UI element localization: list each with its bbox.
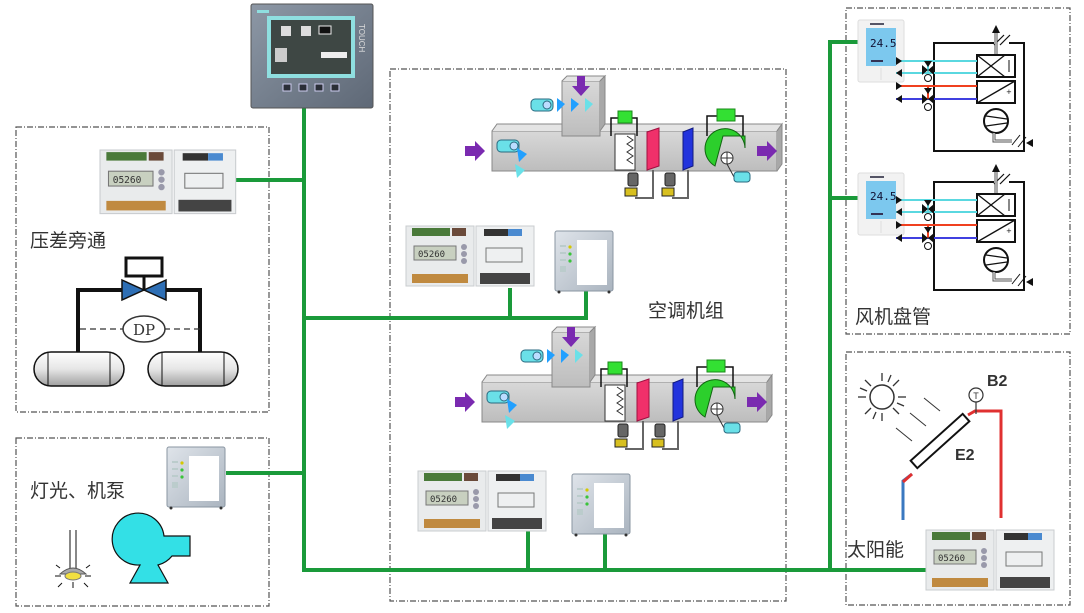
ahu-schematic-2 xyxy=(454,326,773,450)
zone-label-ahu: 空调机组 xyxy=(648,300,724,322)
controller-ahu-2[interactable] xyxy=(417,470,547,532)
zone-label-fan-coil: 风机盘管 xyxy=(855,306,931,328)
zone-solar xyxy=(845,351,1071,606)
solar-collector: T xyxy=(901,387,1003,520)
zone-fan-coil xyxy=(845,7,1071,335)
lamp-icon xyxy=(55,530,91,588)
zone-lighting-pump xyxy=(15,437,270,607)
tank-right xyxy=(147,351,239,387)
fcu-schematic-2 xyxy=(894,162,1035,292)
sun-icon xyxy=(858,373,906,421)
temp-sensor-symbol: T xyxy=(973,391,979,401)
room-unit-ahu-2[interactable] xyxy=(571,473,631,537)
collector-label-e2: E2 xyxy=(955,447,975,464)
tank-left xyxy=(33,351,125,387)
pump-icon xyxy=(111,512,191,584)
bypass-valve-schematic: DP xyxy=(33,256,239,387)
fcu-schematic-1 xyxy=(894,23,1035,153)
sun-rays xyxy=(895,397,941,442)
dp-sensor-label: DP xyxy=(133,321,155,339)
room-unit-lighting[interactable] xyxy=(166,446,226,510)
zone-label-pressure-bypass: 压差旁通 xyxy=(30,230,106,252)
zone-pressure-bypass xyxy=(15,126,270,413)
ahu-schematic-1 xyxy=(464,75,783,199)
sensor-label-b2: B2 xyxy=(987,373,1008,390)
zone-label-solar: 太阳能 xyxy=(847,539,904,561)
controller-pressure-bypass[interactable] xyxy=(99,149,237,215)
hmi-brand-text: TOUCH xyxy=(357,24,366,53)
hmi-touch-panel[interactable]: TOUCH xyxy=(250,3,374,109)
room-unit-ahu-1[interactable] xyxy=(554,230,614,294)
controller-ahu-1[interactable] xyxy=(405,225,535,287)
controller-solar[interactable] xyxy=(925,529,1055,591)
zone-label-lighting-pump: 灯光、机泵 xyxy=(30,480,125,502)
zone-ahu xyxy=(389,68,787,602)
